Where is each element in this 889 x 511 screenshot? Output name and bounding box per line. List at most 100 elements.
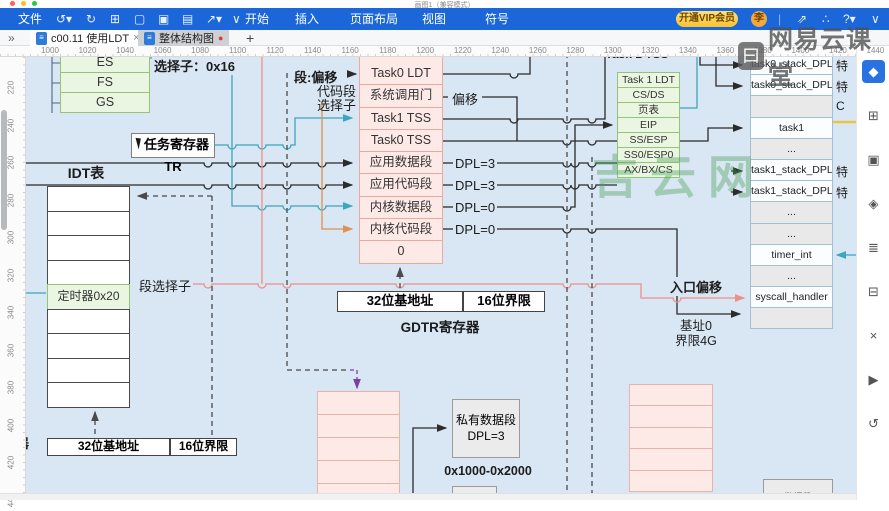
present-icon[interactable]: ▶ xyxy=(868,372,879,387)
gdt-row[interactable]: Task0 LDT xyxy=(359,62,443,86)
new-icon[interactable]: ⊞ xyxy=(110,12,121,26)
window-minimize-icon[interactable] xyxy=(21,1,26,6)
code-seg-label[interactable]: 代码段 xyxy=(317,84,357,99)
help-icon[interactable]: ?▾ xyxy=(843,12,856,26)
descriptor-row[interactable]: syscall_handler xyxy=(750,286,833,309)
undo-icon[interactable]: ↺▾ xyxy=(56,12,73,26)
collapse-ribbon-icon[interactable]: ∨ xyxy=(232,12,241,26)
memory-row[interactable] xyxy=(317,391,400,415)
open-icon[interactable]: ▢ xyxy=(134,12,146,26)
window-close-icon[interactable] xyxy=(10,1,15,6)
gdt-row[interactable]: Task1 TSS xyxy=(359,106,443,130)
descriptor-row[interactable]: ... xyxy=(750,137,833,160)
selector-note[interactable]: 选择子：0x16 xyxy=(152,57,237,75)
idt-row[interactable] xyxy=(47,259,130,285)
idtr-base-box[interactable]: 32位基地址 xyxy=(47,438,170,456)
task-register-box[interactable]: 任务寄存器TR xyxy=(131,133,215,174)
layers-icon[interactable]: ◈ xyxy=(868,196,879,211)
segment-register-row[interactable]: FS xyxy=(60,72,150,93)
share-nodes-icon[interactable]: ∴ xyxy=(822,12,830,26)
tss-title[interactable]: Task 1 TSS xyxy=(592,57,682,61)
descriptor-row[interactable]: task1_stack_DPL0 xyxy=(750,180,833,203)
tab-c00-11[interactable]: ≡ c00.11 使用LDT × xyxy=(30,30,147,46)
menu-item-3[interactable]: 视图 xyxy=(422,12,447,26)
idt-row[interactable] xyxy=(47,333,130,359)
idt-row[interactable] xyxy=(47,186,130,212)
idt-row[interactable] xyxy=(47,235,130,261)
gdt-row[interactable]: 内核代码段 xyxy=(359,218,443,242)
descriptor-row[interactable]: ... xyxy=(750,264,833,288)
tab-overall-structure[interactable]: ≡ 整体结构图 ● xyxy=(138,30,230,46)
memory-row[interactable] xyxy=(629,384,713,407)
memory-table-left[interactable] xyxy=(317,391,400,493)
descriptor-row[interactable]: timer_int xyxy=(750,243,833,266)
gdt-row[interactable]: 应用代码段 xyxy=(359,173,443,197)
address-range-label[interactable]: 0x1000-0x2000 xyxy=(444,464,532,478)
dpl-label[interactable]: DPL=3 xyxy=(455,178,496,193)
idt-table[interactable]: 定时器0x20 xyxy=(47,186,130,408)
descriptor-row[interactable]: ... xyxy=(750,201,833,224)
bottom-data-segment-box[interactable]: 数据段 xyxy=(763,479,833,493)
memory-table-right[interactable] xyxy=(629,384,713,492)
segment-register-row[interactable]: ES xyxy=(60,57,150,73)
tab-overflow-icon[interactable]: » xyxy=(8,31,15,45)
new-tab-button[interactable]: + xyxy=(246,30,255,46)
tss-row[interactable]: Task 1 LDT xyxy=(617,72,680,88)
vertical-scrollbar[interactable] xyxy=(1,110,7,230)
menu-item-4[interactable]: 符号 xyxy=(485,12,510,26)
save-icon[interactable]: ▣ xyxy=(158,12,170,26)
memory-row[interactable] xyxy=(317,414,400,438)
gdtr-base-box[interactable]: 32位基地址 xyxy=(337,291,463,312)
descriptor-row[interactable] xyxy=(750,307,833,330)
fit-screen-icon[interactable]: × xyxy=(869,328,878,343)
memory-row[interactable] xyxy=(629,405,713,428)
gdt-row[interactable]: 应用数据段 xyxy=(359,151,443,175)
gdtr-limit-box[interactable]: 16位界限 xyxy=(463,291,545,312)
diagram-tool-icon[interactable]: ◆ xyxy=(862,60,885,83)
tss-row[interactable]: 页表 xyxy=(617,102,680,118)
gdt-row[interactable]: 系统调用门 xyxy=(359,84,443,108)
idt-row[interactable] xyxy=(47,382,130,408)
idt-row[interactable]: 定时器0x20 xyxy=(47,284,130,310)
memory-row[interactable] xyxy=(317,483,400,493)
gdtr-label[interactable]: GDTR寄存器 xyxy=(400,320,480,335)
dpl-label[interactable]: DPL=0 xyxy=(455,200,496,215)
notes-icon[interactable]: ≣ xyxy=(868,240,879,255)
memory-row[interactable] xyxy=(629,426,713,450)
shapes-icon[interactable]: ⊞ xyxy=(868,108,879,123)
send-icon[interactable]: ⇗ xyxy=(797,12,808,26)
idt-row[interactable] xyxy=(47,308,130,334)
idt-row[interactable] xyxy=(47,357,130,383)
descriptor-row[interactable]: task1_stack_DPL3 xyxy=(750,158,833,182)
memory-row[interactable] xyxy=(317,437,400,461)
idt-row[interactable] xyxy=(47,210,130,236)
seg-offset-label[interactable]: 段:偏移 xyxy=(294,70,338,85)
gray-box-small[interactable] xyxy=(452,486,497,493)
print-icon[interactable]: ▤ xyxy=(182,12,194,26)
gdt-row[interactable]: Task0 TSS xyxy=(359,128,443,153)
idtr-limit-box[interactable]: 16位界限 xyxy=(170,438,237,456)
dpl-label[interactable]: DPL=3 xyxy=(455,156,496,171)
menu-item-1[interactable]: 插入 xyxy=(295,12,320,26)
tss-row[interactable]: CS/DS xyxy=(617,87,680,103)
history-icon[interactable]: ↺ xyxy=(868,416,879,431)
memory-row[interactable] xyxy=(629,469,713,492)
entry-offset-label[interactable]: 入口偏移 xyxy=(668,277,725,296)
tss-row[interactable]: EIP xyxy=(617,117,680,133)
tab-close-icon[interactable]: × xyxy=(133,32,140,44)
gdt-row[interactable]: 0 xyxy=(359,240,443,264)
menu-item-2[interactable]: 页面布局 xyxy=(350,12,399,26)
gdt-row[interactable]: 内核数据段 xyxy=(359,195,443,220)
dpl-label[interactable]: DPL=0 xyxy=(455,222,496,237)
memory-row[interactable] xyxy=(629,448,713,471)
descriptor-row[interactable] xyxy=(750,95,833,118)
gate-offset-label[interactable]: 偏移 xyxy=(450,89,481,108)
segment-register-row[interactable]: GS xyxy=(60,92,150,113)
tss-row[interactable]: SS0/ESP0 xyxy=(617,147,680,163)
